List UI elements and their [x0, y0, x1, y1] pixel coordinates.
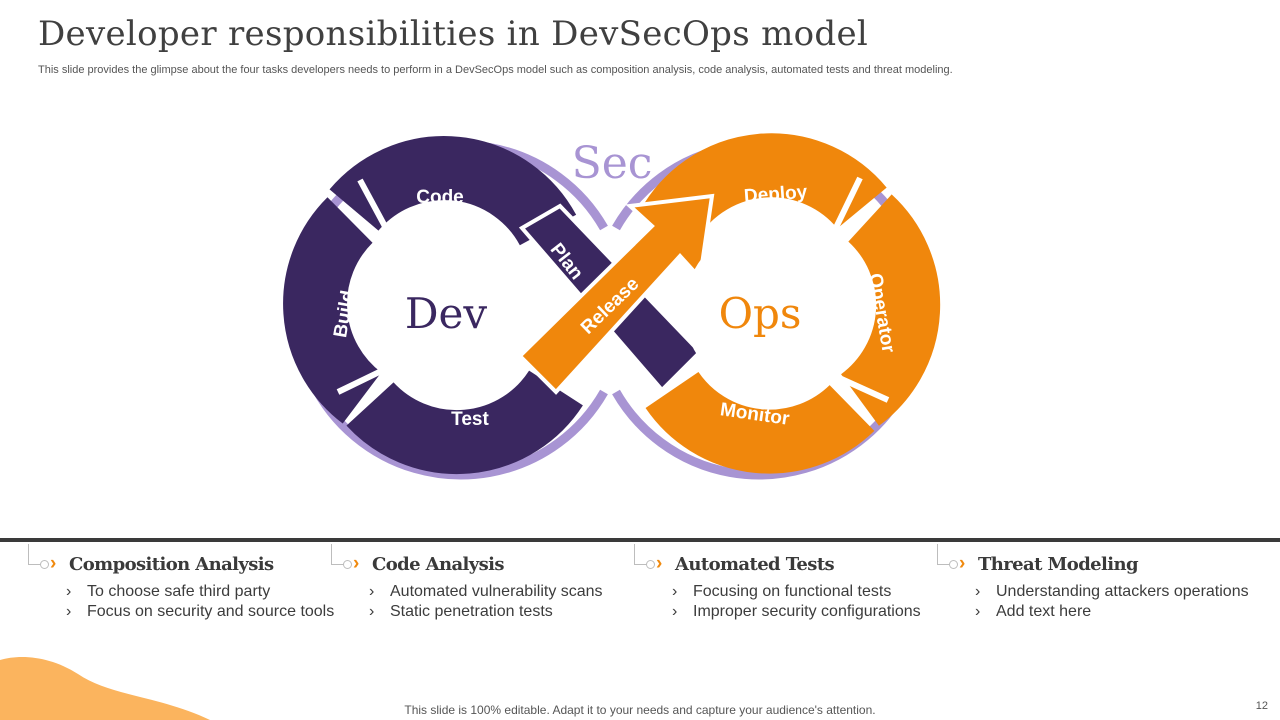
connector-dot [646, 560, 655, 569]
column-heading: Code Analysis [372, 554, 505, 575]
bullet-list: Focusing on functional tests Improper se… [672, 582, 921, 622]
column-automated-tests: › Automated Tests Focusing on functional… [606, 542, 921, 632]
ops-ring-monitor [645, 371, 875, 474]
connector-dot [40, 560, 49, 569]
ops-center [684, 226, 852, 394]
column-heading: Composition Analysis [69, 554, 274, 575]
ops-label: Ops [719, 289, 802, 338]
dev-ring-test [346, 369, 583, 475]
bullet-item: Automated vulnerability scans [369, 582, 603, 602]
bullet-item: Add text here [975, 602, 1249, 622]
dev-ring-code [329, 136, 577, 247]
bullet-item: Focusing on functional tests [672, 582, 921, 602]
ops-ring-operator [840, 194, 941, 426]
bullet-item: To choose safe third party [66, 582, 334, 602]
bullet-list: To choose safe third party Focus on secu… [66, 582, 334, 622]
connector-line [28, 544, 43, 565]
connector-line [331, 544, 346, 565]
release-arrow [517, 193, 715, 395]
bullet-item: Static penetration tests [369, 602, 603, 622]
connector-dot [343, 560, 352, 569]
chevron-right-icon: › [959, 553, 966, 574]
dev-ring-build [283, 197, 383, 424]
connector-line [634, 544, 649, 565]
column-code-analysis: › Code Analysis Automated vulnerability … [303, 542, 603, 632]
bullet-item: Focus on security and source tools [66, 602, 334, 622]
deploy-label: Deploy [743, 182, 808, 207]
segment-gaps [336, 176, 890, 403]
column-heading: Threat Modeling [978, 554, 1139, 575]
connector-dot [949, 560, 958, 569]
chevron-right-icon: › [50, 553, 57, 574]
sec-label: Sec [572, 138, 653, 189]
dev-ring [283, 136, 583, 475]
column-threat-modeling: › Threat Modeling Understanding attacker… [909, 542, 1249, 632]
chevron-right-icon: › [353, 553, 360, 574]
dev-label: Dev [405, 289, 488, 338]
bullet-list: Understanding attackers operations Add t… [975, 582, 1249, 622]
bullet-item: Understanding attackers operations [975, 582, 1249, 602]
connector-line [937, 544, 952, 565]
code-label: Code [416, 187, 464, 208]
bullet-list: Automated vulnerability scans Static pen… [369, 582, 603, 622]
slide-title: Developer responsibilities in DevSecOps … [38, 14, 869, 54]
bottom-divider [0, 538, 1280, 542]
dev-center [368, 226, 536, 394]
footer-note: This slide is 100% editable. Adapt it to… [404, 703, 876, 717]
slide-subtitle: This slide provides the glimpse about th… [38, 64, 953, 76]
page-number: 12 [1255, 700, 1268, 712]
devsecops-infinity-diagram: Sec Dev Ops Code Build Test Deploy Opera… [283, 133, 941, 480]
test-label: Test [451, 409, 489, 430]
bullet-item: Improper security configurations [672, 602, 921, 622]
chevron-right-icon: › [656, 553, 663, 574]
column-composition-analysis: › Composition Analysis To choose safe th… [0, 542, 334, 632]
decorative-wave-shape [0, 656, 210, 720]
column-heading: Automated Tests [675, 554, 835, 575]
